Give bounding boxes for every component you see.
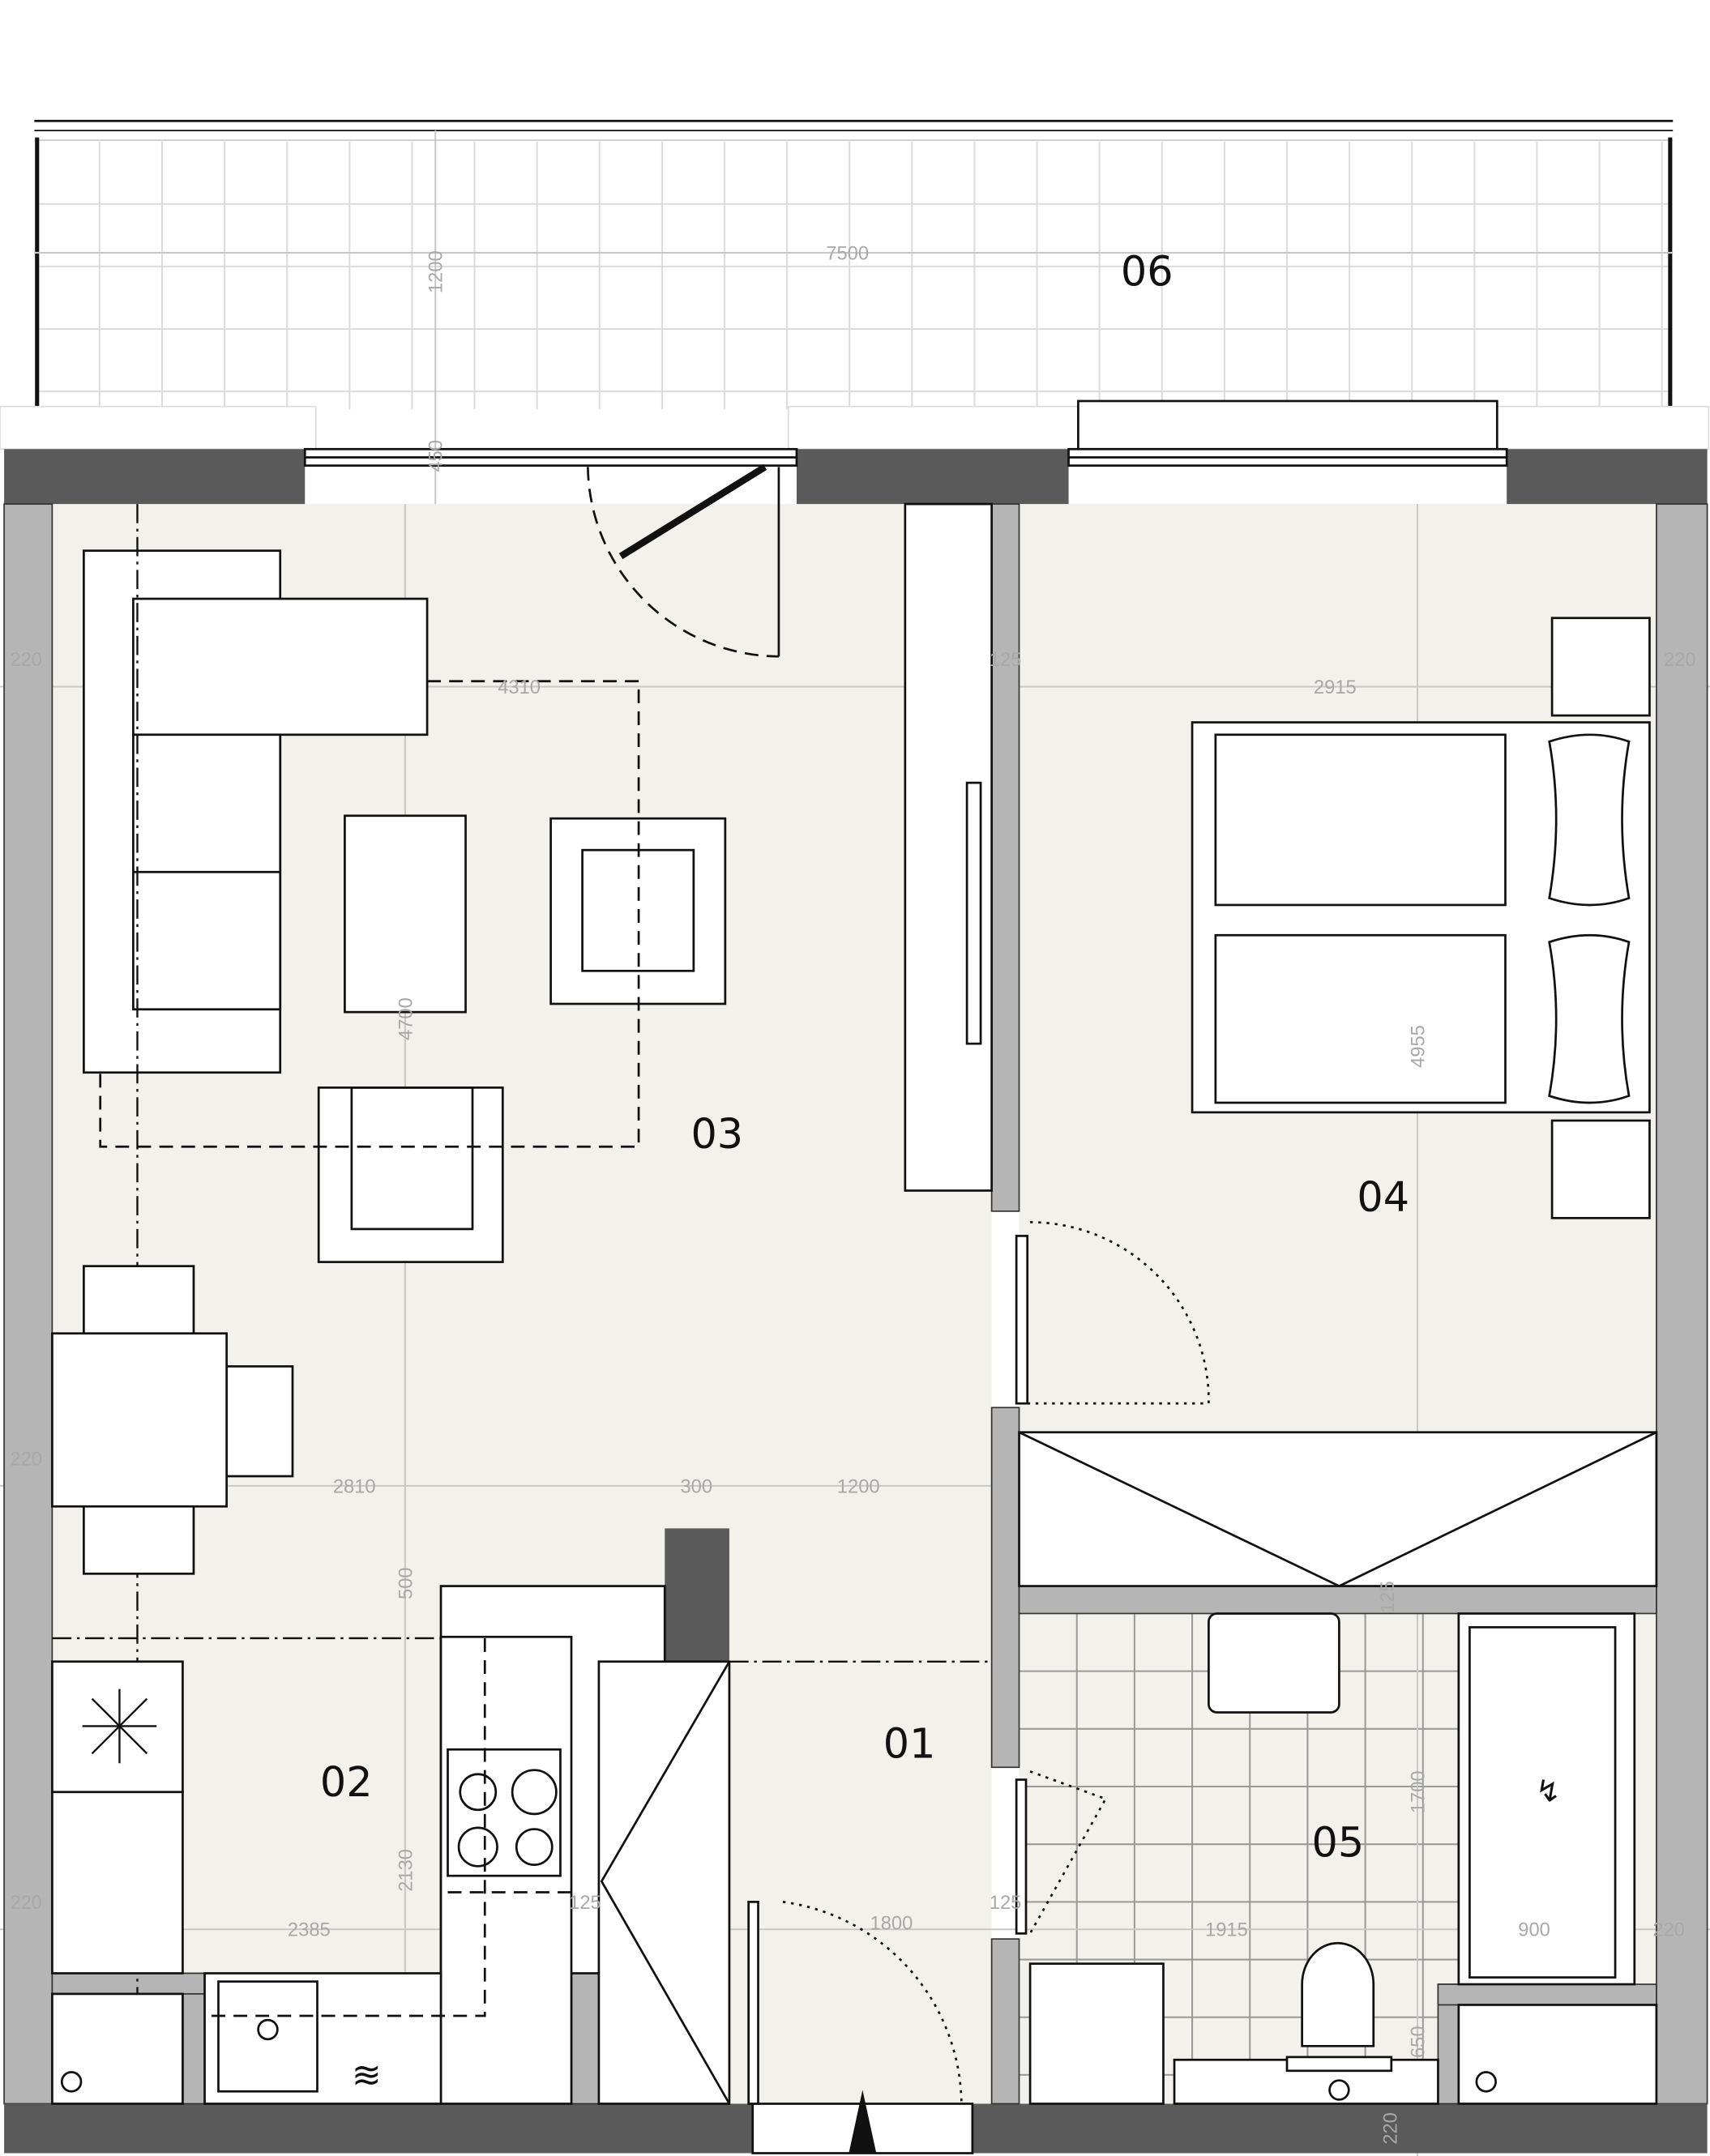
bedroom-furniture [1018,617,1658,1588]
room-label-05: 05 [1312,1818,1365,1866]
room-label-03: 03 [690,1110,743,1158]
dim-label: 220 [1664,650,1696,671]
dim-label: 650 [1408,2026,1429,2058]
dim-label: 300 [680,1476,712,1497]
dim-label: 220 [1652,1920,1685,1941]
dim-label: 4700 [395,997,417,1040]
dim-label: 2915 [1314,677,1357,698]
dim-label: 1700 [1408,1770,1429,1813]
room-label-04: 04 [1357,1173,1409,1221]
dim-label: 125 [990,650,1022,671]
dimension-lines [0,130,1710,2156]
dim-label: 450 [426,440,447,472]
dim-label: 125 [569,1893,601,1914]
balcony [0,119,1710,450]
doors [587,463,1210,2154]
dim-label: 1200 [837,1476,880,1497]
dim-label: 220 [1381,2112,1402,2145]
dim-label: 1200 [426,250,447,293]
room-labels: 06 03 04 01 02 05 [320,248,1409,1867]
room-label-06: 06 [1121,248,1173,296]
kitchen-furniture: ≋ [51,1585,731,2105]
dim-label: 1915 [1205,1920,1248,1941]
walls [3,449,1708,2154]
dim-label: 2385 [288,1920,331,1941]
dim-label: 220 [10,1893,42,1914]
svg-text:↯: ↯ [1536,1774,1561,1809]
dim-label: 2810 [333,1476,376,1497]
dim-label: 4955 [1408,1025,1429,1068]
dim-label: 2130 [395,1849,417,1892]
dim-label: 220 [10,1449,42,1470]
living-furniture [51,502,993,2104]
room-label-01: 01 [883,1719,936,1767]
bathroom-tiles [1019,1613,1459,2104]
dim-label: 1800 [870,1913,913,1934]
dim-label: 4310 [498,677,541,698]
bathroom-furniture: ↯ [1028,1612,1658,2105]
room-label-02: 02 [320,1758,373,1806]
dim-label: 500 [395,1567,417,1599]
dim-label: 220 [10,650,42,671]
dim-label: 7500 [826,243,869,264]
svg-text:≋: ≋ [352,2055,382,2096]
dimension-labels: 7500 1200 450 220 125 4310 2915 220 4700… [10,243,1695,2144]
dim-label: 900 [1518,1920,1550,1941]
dim-label: 125 [990,1893,1022,1914]
dim-label: 125 [1378,1581,1399,1613]
